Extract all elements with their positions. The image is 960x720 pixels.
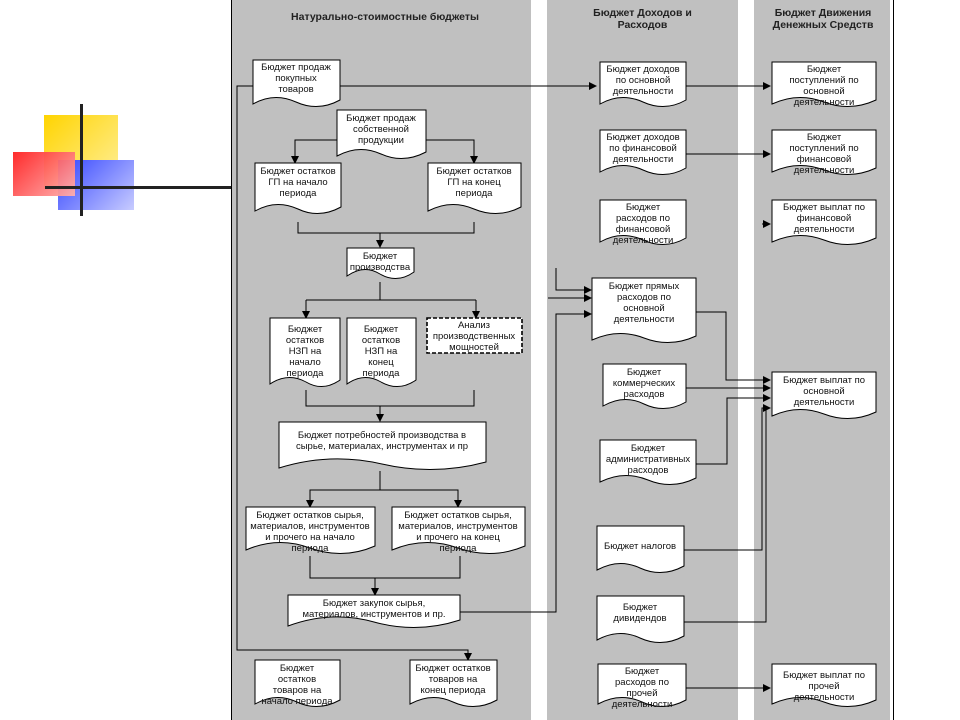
doc-shape-i9 (597, 663, 687, 707)
doc-shape-b10 (245, 506, 376, 555)
doc-shape-i5 (602, 363, 687, 409)
doc-shape-b8 (426, 317, 523, 354)
doc-shape-b14 (409, 659, 498, 707)
doc-shape-i4 (591, 277, 697, 343)
doc-shape-c1 (771, 61, 877, 107)
decor-vertical-line (80, 104, 83, 216)
doc-shape-b9 (278, 421, 487, 471)
doc-shape-b11 (391, 506, 526, 555)
doc-shape-i8 (596, 595, 685, 643)
doc-shape-i7 (596, 525, 685, 573)
lane-title-natural: Натурально-стоимостные бюджеты (291, 11, 479, 23)
doc-shape-i6 (599, 439, 697, 485)
lane-border-2 (893, 0, 894, 720)
lane-cash (754, 0, 890, 720)
doc-shape-b5 (346, 247, 415, 279)
lane-border-1 (231, 0, 232, 720)
lane-title-income: Бюджет Доходов и Расходов (593, 7, 692, 31)
doc-shape-i2 (599, 129, 687, 175)
doc-shape-i3 (599, 199, 687, 245)
doc-shape-c3 (771, 199, 877, 245)
doc-shape-b7 (346, 317, 417, 387)
doc-shape-c5 (771, 663, 877, 707)
doc-shape-b4 (427, 162, 522, 214)
doc-shape-b1 (252, 59, 341, 107)
block-text-i7: Бюджет налогов (604, 541, 676, 552)
doc-shape-c4 (771, 371, 877, 419)
block-text-b12: Бюджет закупок сырья,материалов, инструм… (302, 598, 445, 620)
connectors (236, 82, 771, 692)
block-text-b10: Бюджет остатков сырья,материалов, инстру… (250, 510, 369, 554)
doc-shape-c2 (771, 129, 877, 175)
doc-shape-b6 (269, 317, 341, 387)
block-text-b11: Бюджет остатков сырья,материалов, инстру… (398, 510, 517, 554)
doc-shape-b3 (254, 162, 342, 214)
lane-title-cash: Бюджет Движения Денежных Средств (772, 7, 874, 31)
doc-shape-b2 (336, 109, 427, 159)
decor-horizontal-line (45, 186, 231, 189)
doc-shape-b13 (254, 659, 341, 707)
doc-shape-i1 (599, 61, 687, 107)
doc-shape-b12 (287, 594, 461, 628)
